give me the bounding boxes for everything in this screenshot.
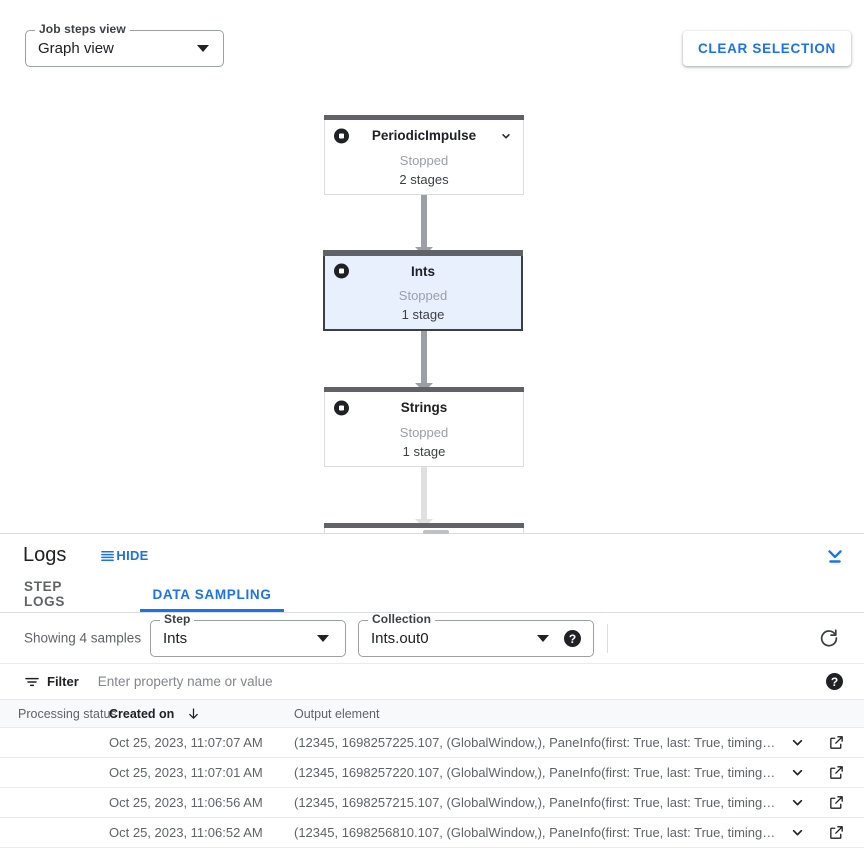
cell-processing-status — [0, 824, 109, 842]
chevron-down-icon[interactable] — [789, 734, 806, 751]
open-in-new-icon[interactable] — [828, 764, 845, 781]
showing-samples-label: Showing 4 samples — [24, 630, 142, 646]
open-in-new-icon[interactable] — [828, 794, 845, 811]
node-title: PeriodicImpulse — [371, 128, 477, 143]
cell-created-on: Oct 25, 2023, 11:07:01 AM — [109, 765, 263, 780]
graph-node-periodicimpulse[interactable]: PeriodicImpulse Stopped 2 stages — [324, 115, 524, 195]
chevron-down-icon[interactable] — [789, 764, 806, 781]
job-steps-view-select[interactable]: Job steps view Graph view — [25, 23, 224, 67]
node-status: Stopped — [399, 425, 449, 440]
column-header-processing-status[interactable]: Processing status — [18, 706, 117, 721]
cell-processing-status — [0, 734, 109, 752]
stop-status-icon — [334, 400, 349, 415]
stop-status-icon — [334, 263, 349, 279]
help-circle-icon[interactable]: ? — [564, 630, 581, 647]
cell-output-element: (12345, 1698257225.107, (GlobalWindow,),… — [294, 735, 776, 750]
cell-output-element: (12345, 1698257215.107, (GlobalWindow,),… — [294, 795, 776, 810]
job-steps-view-value: Graph view — [38, 40, 114, 57]
chevron-down-icon — [317, 635, 329, 642]
data-sampling-table: Processing status Created on Output elem… — [0, 700, 864, 848]
filter-row: Filter ? — [0, 664, 864, 700]
table-header-row: Processing status Created on Output elem… — [0, 700, 864, 728]
logs-header: Logs HIDE — [0, 534, 864, 577]
menu-lines-icon — [100, 548, 115, 563]
node-top-accent-bar — [324, 115, 524, 120]
filter-icon — [24, 674, 40, 690]
open-in-new-icon[interactable] — [828, 824, 845, 841]
chevron-down-icon[interactable] — [789, 824, 806, 841]
cell-output-element: (12345, 1698257220.107, (GlobalWindow,),… — [294, 765, 776, 780]
row-actions — [789, 764, 864, 781]
step-select[interactable]: Step Ints — [150, 613, 346, 657]
row-actions — [789, 734, 864, 751]
hide-logs-button[interactable]: HIDE — [100, 548, 148, 563]
panel-resize-handle[interactable] — [423, 530, 449, 534]
filter-label: Filter — [47, 674, 79, 689]
table-row[interactable]: Oct 25, 2023, 11:06:52 AM (12345, 169825… — [0, 818, 864, 848]
job-graph-pane: Job steps view Graph view CLEAR SELECTIO… — [0, 0, 864, 533]
node-top-accent-bar — [323, 250, 523, 256]
column-header-created-on[interactable]: Created on — [109, 706, 294, 721]
column-header-created-on-label: Created on — [109, 706, 175, 721]
graph-canvas[interactable]: PeriodicImpulse Stopped 2 stages Ints St… — [0, 95, 864, 533]
chevron-down-icon — [197, 45, 209, 52]
node-top-accent-bar — [324, 387, 524, 392]
graph-toolbar: Job steps view Graph view CLEAR SELECTIO… — [0, 0, 864, 95]
cell-processing-status — [0, 764, 109, 782]
cell-processing-status — [0, 794, 109, 812]
hide-logs-label: HIDE — [116, 548, 149, 563]
chevron-down-icon[interactable] — [789, 794, 806, 811]
logs-panel: Logs HIDE S — [0, 530, 864, 856]
table-row[interactable]: Oct 25, 2023, 11:07:07 AM (12345, 169825… — [0, 728, 864, 758]
table-row[interactable]: Oct 25, 2023, 11:06:56 AM (12345, 169825… — [0, 788, 864, 818]
graph-edge-periodicimpulse-to-ints — [421, 195, 427, 250]
collection-select[interactable]: Collection Ints.out0 ? — [358, 613, 594, 657]
cell-created-on: Oct 25, 2023, 11:06:56 AM — [109, 795, 263, 810]
logs-tabs: STEP LOGS DATA SAMPLING — [0, 577, 864, 613]
chevron-down-icon — [537, 635, 549, 642]
cell-output-element: (12345, 1698256810.107, (GlobalWindow,),… — [294, 825, 776, 840]
step-select-label: Step — [160, 613, 195, 625]
cell-created-on: Oct 25, 2023, 11:07:07 AM — [109, 735, 263, 750]
refresh-icon[interactable] — [818, 627, 840, 649]
node-stages: 1 stage — [402, 444, 446, 459]
node-top-accent-bar — [324, 523, 524, 528]
graph-node-ints[interactable]: Ints Stopped 1 stage — [323, 250, 523, 331]
node-stages: 2 stages — [399, 172, 449, 187]
collection-select-label: Collection — [368, 613, 436, 625]
filter-input[interactable] — [95, 673, 596, 690]
collapse-all-icon[interactable] — [824, 545, 846, 567]
job-steps-view-label: Job steps view — [35, 23, 130, 35]
node-status: Stopped — [399, 153, 449, 168]
row-actions — [789, 824, 864, 841]
node-title: Strings — [400, 400, 448, 415]
column-header-output-element[interactable]: Output element — [294, 706, 380, 721]
step-select-value: Ints — [163, 630, 188, 647]
cell-created-on: Oct 25, 2023, 11:06:52 AM — [109, 825, 263, 840]
node-title: Ints — [410, 263, 435, 279]
open-in-new-icon[interactable] — [828, 734, 845, 751]
table-body: Oct 25, 2023, 11:07:07 AM (12345, 169825… — [0, 728, 864, 848]
node-header: Ints — [325, 256, 521, 286]
node-stages: 1 stage — [401, 307, 445, 322]
table-row[interactable]: Oct 25, 2023, 11:07:01 AM (12345, 169825… — [0, 758, 864, 788]
help-circle-icon[interactable]: ? — [826, 673, 843, 690]
clear-selection-button[interactable]: CLEAR SELECTION — [682, 31, 851, 66]
graph-edge-strings-to-next — [421, 467, 427, 523]
tab-step-logs[interactable]: STEP LOGS — [24, 579, 66, 609]
node-header: PeriodicImpulse — [325, 120, 523, 151]
row-actions — [789, 794, 864, 811]
arrow-down-icon — [186, 706, 201, 721]
logs-title: Logs — [23, 544, 67, 566]
graph-edge-ints-to-strings — [421, 331, 427, 386]
node-status: Stopped — [398, 288, 448, 303]
stop-status-icon — [334, 128, 349, 143]
collection-select-value: Ints.out0 — [371, 630, 429, 647]
node-header: Strings — [325, 392, 523, 423]
sampling-toolbar: Showing 4 samples Step Ints Collection I… — [0, 613, 864, 664]
tab-data-sampling[interactable]: DATA SAMPLING — [140, 576, 284, 612]
graph-node-strings[interactable]: Strings Stopped 1 stage — [324, 387, 524, 467]
chevron-down-icon[interactable] — [499, 129, 513, 143]
toolbar-divider — [607, 624, 608, 653]
